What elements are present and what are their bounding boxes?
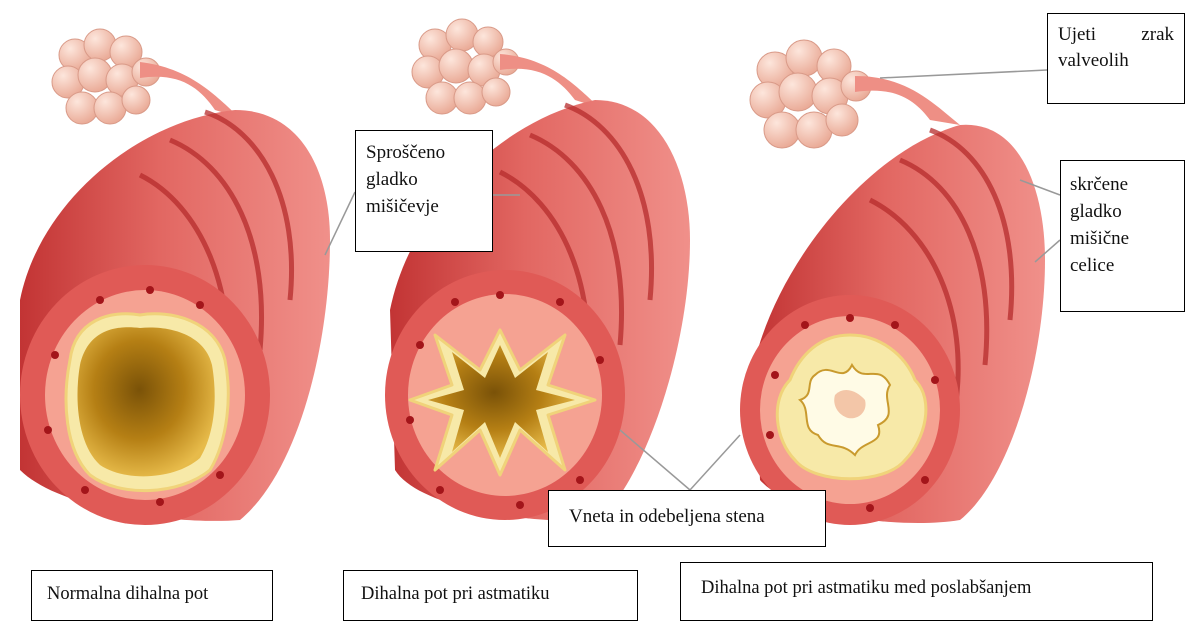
airway-attack xyxy=(740,40,1045,525)
label-relaxed-smooth-muscle: Sproščeno gladko mišičevje xyxy=(355,130,493,252)
label-line: celice xyxy=(1070,252,1175,279)
alveoli-cluster xyxy=(750,40,871,148)
label-inflamed-wall: Vneta in odebeljena stena xyxy=(548,490,826,547)
label-line: Vneta in odebeljena stena xyxy=(569,506,805,528)
label-line: Ujeti zrak xyxy=(1058,22,1174,48)
label-trapped-air: Ujeti zrak valveolih xyxy=(1047,13,1185,104)
caption-attack-airway: Dihalna pot pri astmatiku med poslabšanj… xyxy=(680,562,1153,621)
caption-normal-airway: Normalna dihalna pot xyxy=(31,570,273,621)
caption-asthma-airway: Dihalna pot pri astmatiku xyxy=(343,570,638,621)
label-contracted-muscle-cells: skrčene gladko mišične celice xyxy=(1060,160,1185,312)
label-line: skrčene xyxy=(1070,171,1175,198)
label-line: mišičevje xyxy=(366,193,482,220)
caption-text: Normalna dihalna pot xyxy=(47,584,257,605)
label-line: valveolih xyxy=(1058,48,1174,74)
airway-asthma xyxy=(385,19,690,521)
caption-text: Dihalna pot pri astmatiku xyxy=(361,584,620,605)
label-line: mišične xyxy=(1070,225,1175,252)
label-line: Sproščeno xyxy=(366,139,482,166)
label-line: gladko xyxy=(366,166,482,193)
airway-normal xyxy=(20,29,330,525)
label-line: gladko xyxy=(1070,198,1175,225)
caption-text: Dihalna pot pri astmatiku med poslabšanj… xyxy=(701,578,1132,599)
